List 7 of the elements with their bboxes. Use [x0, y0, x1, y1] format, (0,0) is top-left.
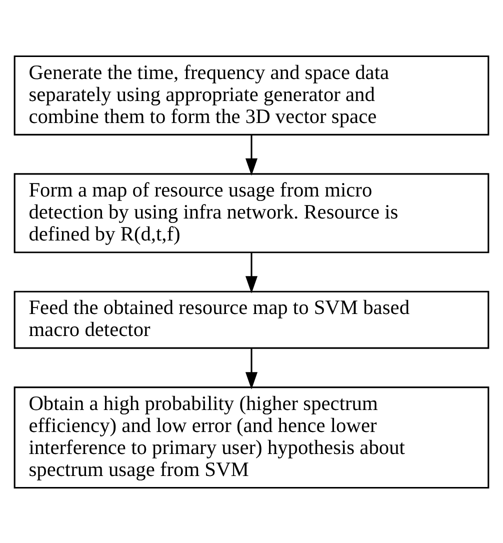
node-box: Obtain a high probability (higher spectrum efficiency) and low error (and hence lower interference to primary user) hypothesis about spectrum usage from SVM: [14, 386, 490, 488]
arrow: [245, 134, 258, 176]
arrow: [245, 348, 258, 389]
node-box: Generate the time, frequency and space data separately using appropriate generator and combine them to form the 3D vector space: [14, 55, 490, 135]
node-box: Form a map of resource usage from micro detection by using infra network. Resource is defined by R(d,t,f): [14, 172, 490, 253]
node-box: Feed the obtained resource map to SVM based macro detector: [14, 290, 490, 348]
arrow: [245, 252, 258, 293]
